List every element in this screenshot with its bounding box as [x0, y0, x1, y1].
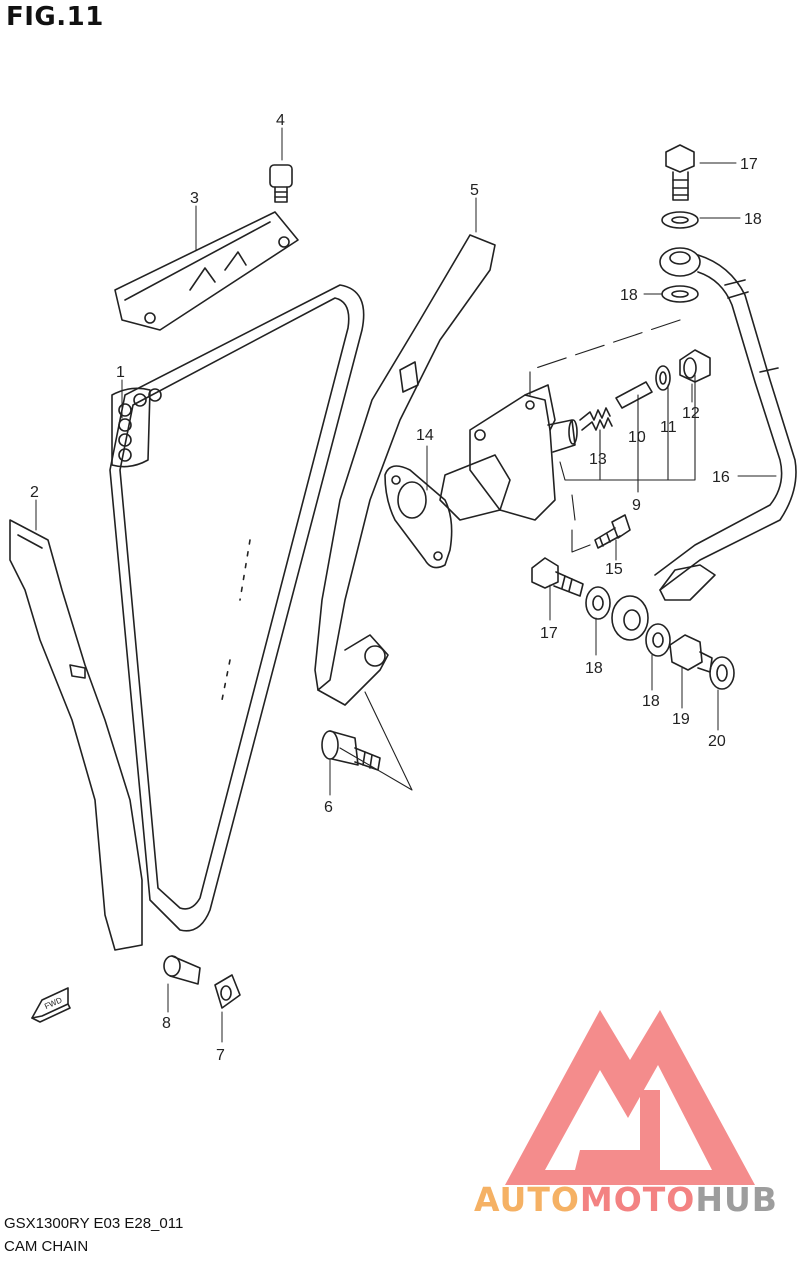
- watermark-text: AUTOMOTOHUB: [474, 1180, 778, 1219]
- pivot-bolt-6[interactable]: [321, 730, 381, 771]
- plate-7[interactable]: [214, 974, 241, 1009]
- callout-13: 13: [589, 451, 607, 468]
- callout-18-bottom-2: 18: [642, 693, 660, 710]
- bolt-4[interactable]: [269, 164, 293, 203]
- callout-3: 3: [190, 190, 199, 207]
- oil-hose-16[interactable]: [654, 247, 797, 601]
- callout-leaders: [35, 127, 777, 1043]
- washer-18-top-2[interactable]: [661, 285, 699, 303]
- union-bolt-19[interactable]: [669, 634, 713, 673]
- leader-9: [559, 374, 696, 493]
- callout-8: 8: [162, 1015, 171, 1032]
- gasket-14[interactable]: [384, 465, 453, 569]
- callout-18-bottom-1: 18: [585, 660, 603, 677]
- callout-18-top-2: 18: [620, 287, 638, 304]
- banjo-bolt-17-bottom[interactable]: [531, 557, 584, 597]
- callout-6: 6: [324, 799, 333, 816]
- cam-chain-tensioner-guide[interactable]: [314, 234, 496, 706]
- callout-17-bottom: 17: [540, 625, 558, 642]
- leader-6: [339, 691, 413, 791]
- callout-15: 15: [605, 561, 623, 578]
- leader-15: [571, 494, 591, 553]
- screw-8[interactable]: [163, 955, 201, 985]
- callout-20: 20: [708, 733, 726, 750]
- cam-chain[interactable]: [109, 284, 365, 932]
- washer-18-bottom-1[interactable]: [585, 586, 611, 620]
- callout-7: 7: [216, 1047, 225, 1064]
- callout-labels: 1 2 3 4 5 6 7 8 9 10 11 12 13 14 15 16 1…: [30, 112, 762, 1064]
- callout-14: 14: [416, 427, 434, 444]
- callout-12: 12: [682, 405, 700, 422]
- section-name: CAM CHAIN: [4, 1238, 89, 1255]
- callout-9: 9: [632, 497, 641, 514]
- washer-18-bottom-2[interactable]: [645, 623, 671, 657]
- watermark-part-auto: AUTO: [474, 1180, 580, 1219]
- callout-2: 2: [30, 484, 39, 501]
- leader-18a: [529, 319, 681, 396]
- cap-bolt-12[interactable]: [679, 349, 711, 383]
- callout-4: 4: [276, 112, 285, 129]
- washer-11[interactable]: [655, 365, 671, 391]
- model-code: GSX1300RY E03 E28_011: [4, 1215, 184, 1232]
- washer-20[interactable]: [709, 656, 735, 690]
- callout-16: 16: [712, 469, 730, 486]
- cam-chain-tensioner-9[interactable]: [439, 384, 578, 521]
- callout-17-top: 17: [740, 156, 758, 173]
- watermark-part-hub: HUB: [695, 1180, 778, 1219]
- fwd-arrow-icon: [31, 987, 71, 1023]
- figure-title: FIG.11: [6, 2, 104, 32]
- callout-19: 19: [672, 711, 690, 728]
- washer-18-top-1[interactable]: [661, 211, 699, 229]
- callout-11: 11: [660, 419, 677, 436]
- spring-13[interactable]: [579, 407, 613, 431]
- hose-fitting-eye: [611, 595, 649, 641]
- callout-1: 1: [116, 364, 125, 381]
- bolt-15[interactable]: [594, 514, 631, 549]
- callout-10: 10: [628, 429, 646, 446]
- callout-18-top-1: 18: [744, 211, 762, 228]
- banjo-bolt-17-top[interactable]: [665, 144, 695, 201]
- watermark-logo-icon: [505, 1010, 755, 1185]
- callout-5: 5: [470, 182, 479, 199]
- cam-chain-guide-top[interactable]: [114, 211, 299, 331]
- watermark-part-moto: MOTO: [579, 1180, 696, 1219]
- rod-10[interactable]: [615, 381, 653, 409]
- cam-chain-guide-left[interactable]: [9, 519, 143, 951]
